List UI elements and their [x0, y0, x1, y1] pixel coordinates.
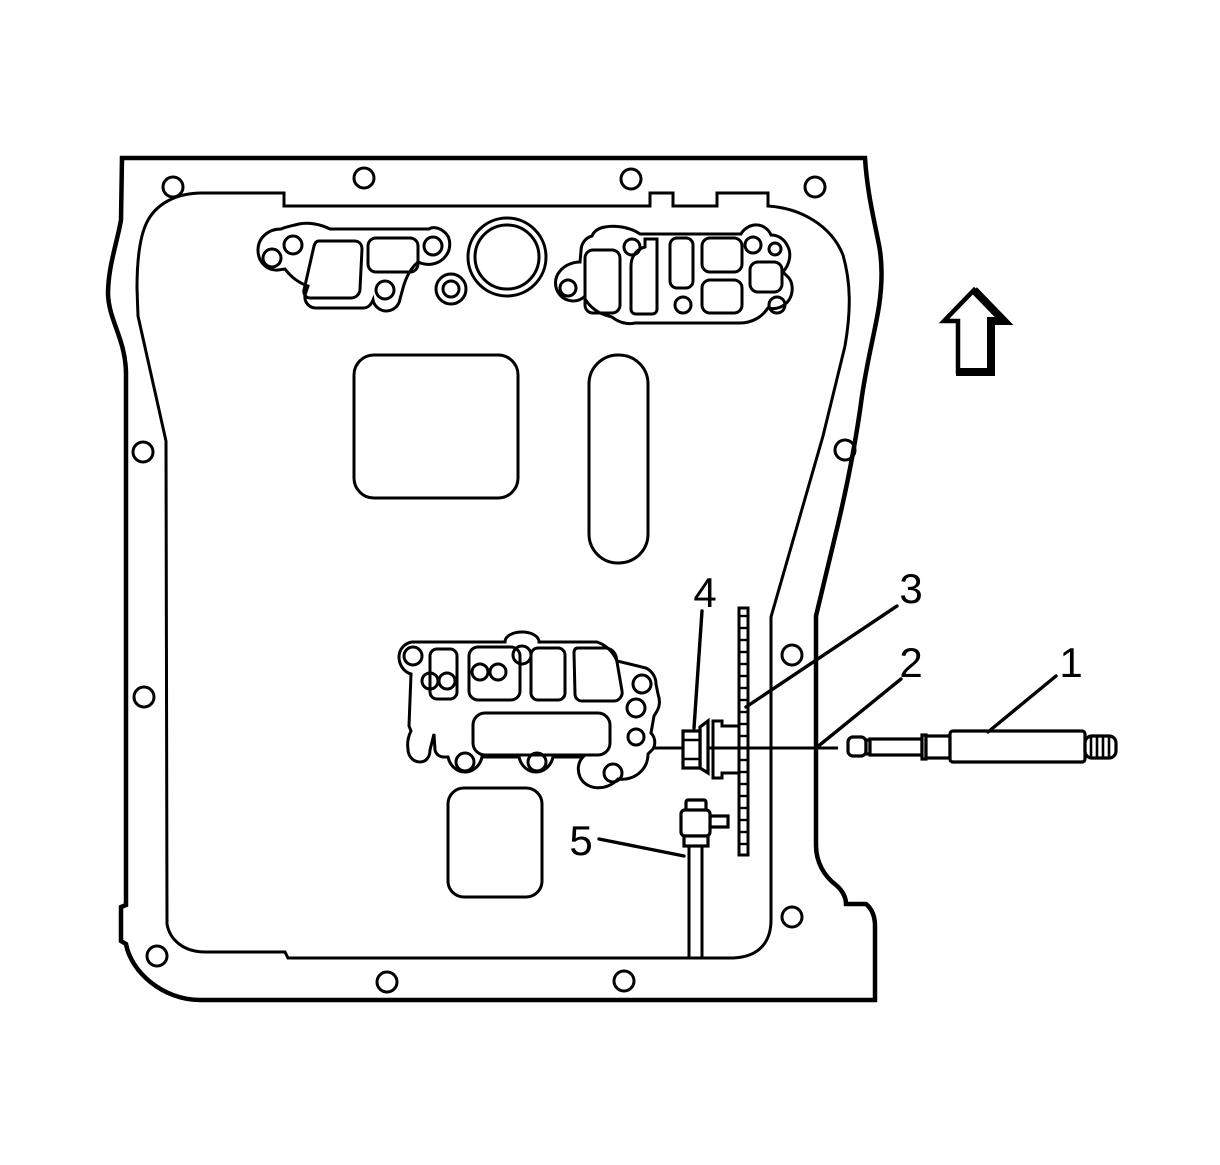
- case-outer-outline: [105, 155, 884, 1003]
- perimeter-bolt-holes: [131, 166, 857, 994]
- callout-5-label: 5: [569, 817, 592, 864]
- callout-2-label: 2: [899, 639, 922, 686]
- leader-line-5: [597, 837, 686, 858]
- callout-4-label: 4: [693, 569, 716, 616]
- shaft-thread-ridges: [1089, 737, 1111, 757]
- speed-sensor-shaft: [846, 729, 1118, 764]
- large-bore-ring: [466, 216, 548, 298]
- sensor-retainer-bolt: [681, 717, 710, 776]
- case-inner-flange-line: [135, 191, 851, 960]
- gasket-top-left: [256, 221, 452, 313]
- center-window-opening: [352, 353, 520, 500]
- speed-sensor-body: [711, 719, 741, 780]
- gasket-top-right: [554, 223, 794, 326]
- callout-1-label: 1: [1059, 639, 1082, 686]
- bottom-window-opening: [446, 786, 544, 899]
- callout-3-label: 3: [899, 565, 922, 612]
- oblong-opening: [587, 353, 650, 565]
- leader-line-3: [744, 604, 899, 709]
- leader-line-2: [814, 677, 903, 750]
- gasket-lower: [397, 630, 661, 790]
- leader-line-1: [986, 674, 1058, 734]
- boss-double-ring: [434, 272, 468, 306]
- filler-tube-assembly: [679, 798, 730, 957]
- leader-line-4: [692, 609, 704, 730]
- orientation-up-arrow-icon: [938, 286, 1014, 376]
